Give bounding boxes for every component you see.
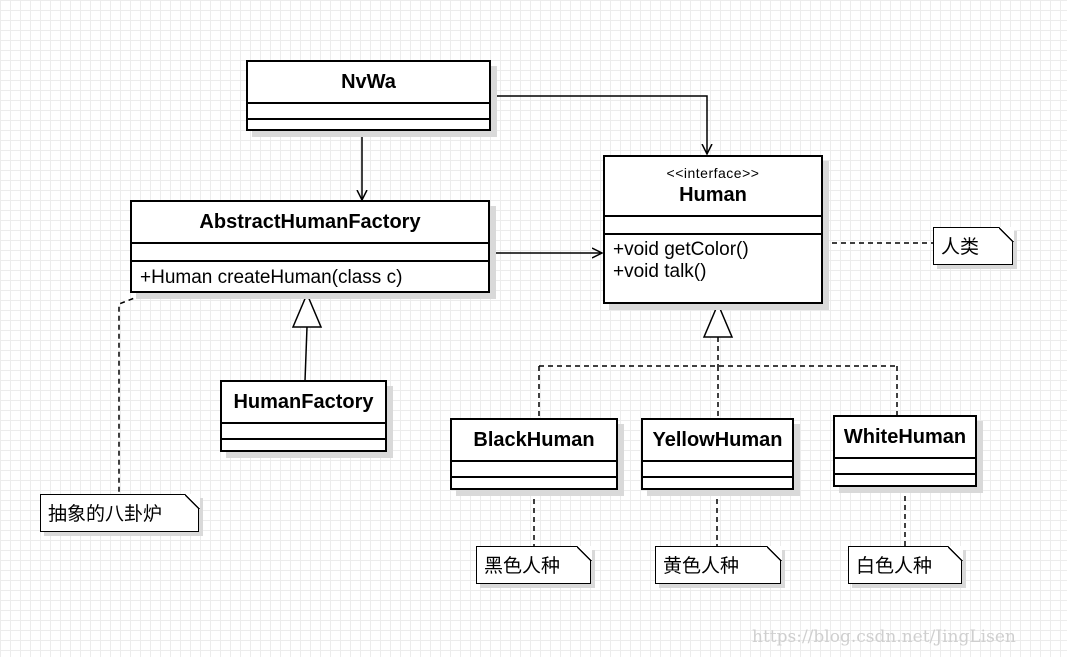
note-fold-icon bbox=[947, 545, 963, 561]
class-name: YellowHuman bbox=[652, 428, 783, 451]
note-fold-icon bbox=[766, 545, 782, 561]
note-text: 人类 bbox=[941, 237, 980, 258]
class-name: Human bbox=[679, 184, 747, 206]
attributes-section bbox=[248, 102, 489, 118]
note-text: 白色人种 bbox=[856, 556, 933, 577]
attributes-section bbox=[452, 460, 616, 476]
note-black[interactable]: 黑色人种 bbox=[476, 545, 592, 584]
class-abstract-human-factory[interactable]: AbstractHumanFactory +Human createHuman(… bbox=[130, 200, 490, 293]
interface-human[interactable]: <<interface>> Human +void getColor() +vo… bbox=[603, 155, 823, 304]
stereotype-label: <<interface>> bbox=[666, 165, 760, 181]
class-human-factory[interactable]: HumanFactory bbox=[220, 380, 387, 452]
operations-section: +void getColor() +void talk() bbox=[605, 233, 821, 283]
operations-section: +Human createHuman(class c) bbox=[132, 260, 488, 289]
operations-section bbox=[643, 476, 792, 490]
operation: +Human createHuman(class c) bbox=[140, 267, 403, 288]
note-fold-icon bbox=[998, 226, 1014, 242]
attributes-section bbox=[835, 457, 975, 473]
note-anchor-factory bbox=[118, 291, 151, 494]
humanfactory-generalization-line bbox=[304, 326, 308, 382]
class-name: BlackHuman bbox=[473, 428, 595, 451]
note-fold-icon bbox=[184, 493, 200, 509]
generalization-arrowhead bbox=[291, 292, 323, 328]
class-name: NvWa bbox=[341, 70, 396, 93]
note-human[interactable]: 人类 bbox=[933, 226, 1014, 265]
operations-section bbox=[222, 438, 385, 452]
operations-section bbox=[248, 118, 489, 131]
class-name: WhiteHuman bbox=[843, 425, 967, 448]
attributes-section bbox=[605, 215, 821, 233]
note-text: 黄色人种 bbox=[663, 556, 740, 577]
class-black-human[interactable]: BlackHuman bbox=[450, 418, 618, 490]
note-yellow[interactable]: 黄色人种 bbox=[655, 545, 782, 584]
note-white[interactable]: 白色人种 bbox=[848, 545, 963, 584]
realization-arrowhead bbox=[702, 302, 734, 338]
note-factory[interactable]: 抽象的八卦炉 bbox=[40, 493, 200, 532]
attributes-section bbox=[132, 242, 488, 260]
nvwa-to-human-association bbox=[490, 95, 707, 154]
class-white-human[interactable]: WhiteHuman bbox=[833, 415, 977, 487]
class-name: AbstractHumanFactory bbox=[199, 210, 421, 233]
class-nvwa[interactable]: NvWa bbox=[246, 60, 491, 131]
class-name: HumanFactory bbox=[233, 390, 374, 413]
note-text: 抽象的八卦炉 bbox=[48, 504, 163, 525]
operations-section bbox=[452, 476, 616, 490]
operations-section bbox=[835, 473, 975, 487]
note-text: 黑色人种 bbox=[484, 556, 561, 577]
class-yellow-human[interactable]: YellowHuman bbox=[641, 418, 794, 490]
attributes-section bbox=[643, 460, 792, 476]
operation: +void getColor() bbox=[613, 239, 749, 260]
watermark: https://blog.csdn.net/JingLisen bbox=[752, 627, 1016, 647]
note-fold-icon bbox=[576, 545, 592, 561]
attributes-section bbox=[222, 422, 385, 438]
operation: +void talk() bbox=[613, 261, 707, 282]
